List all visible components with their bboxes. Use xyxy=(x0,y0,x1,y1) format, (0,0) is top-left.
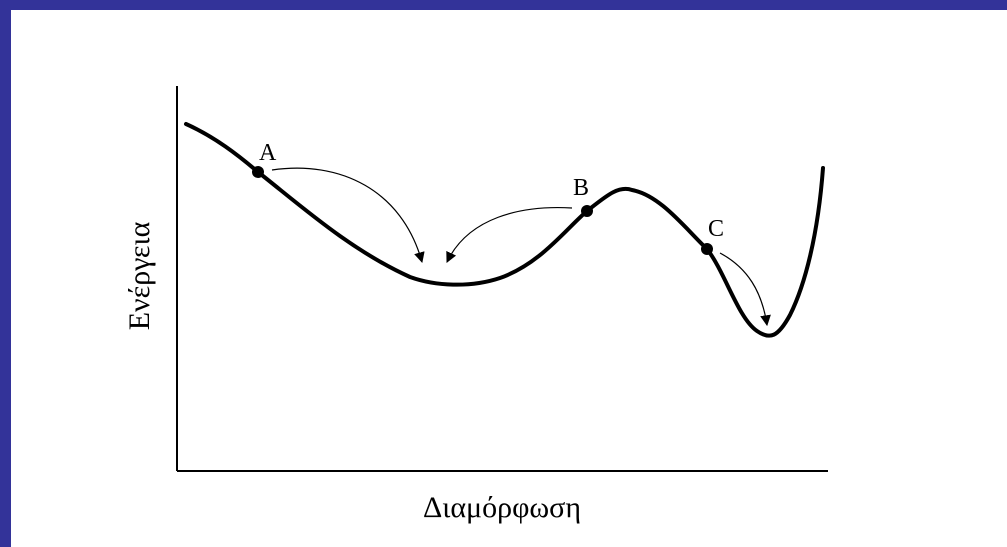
point-a-label: A xyxy=(259,140,277,166)
point-a-marker xyxy=(252,166,264,178)
point-b-label: B xyxy=(573,175,589,201)
point-c-label: C xyxy=(708,216,724,242)
point-b-marker xyxy=(581,205,593,217)
energy-curve xyxy=(184,122,825,338)
x-axis-title: Διαμόρφωση xyxy=(422,491,582,524)
arrow-b-to-minimum xyxy=(446,206,573,263)
arrow-c-to-minimum xyxy=(719,252,771,327)
y-axis-title: Ενέργεια xyxy=(123,221,156,331)
point-c-marker xyxy=(701,243,713,255)
arrow-a-to-minimum xyxy=(271,167,425,264)
